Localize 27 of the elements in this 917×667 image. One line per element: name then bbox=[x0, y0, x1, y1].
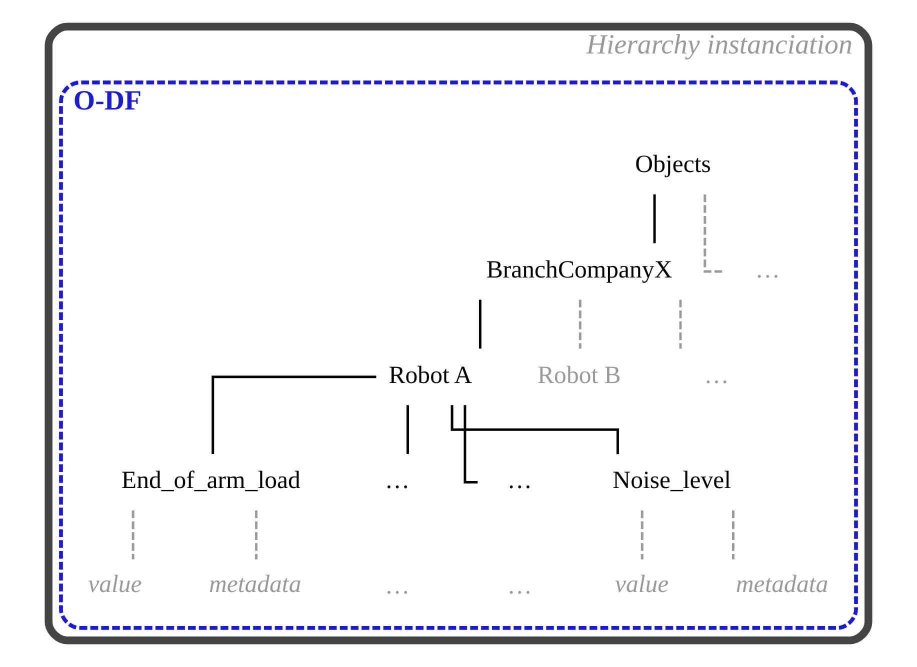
node-text: metadata bbox=[736, 570, 828, 598]
connector bbox=[732, 510, 734, 560]
connector bbox=[653, 194, 656, 244]
label: … bbox=[507, 572, 532, 600]
node-text: metadata bbox=[208, 570, 302, 598]
node-text: … bbox=[384, 467, 410, 494]
node-text: Robot A bbox=[388, 362, 472, 389]
node-text: value bbox=[88, 570, 142, 598]
connector bbox=[478, 300, 482, 349]
connector bbox=[132, 510, 134, 560]
node-text: Objects bbox=[635, 151, 711, 178]
node-text: … bbox=[704, 362, 729, 389]
node-text: BranchCompanyX bbox=[486, 256, 672, 284]
connector bbox=[450, 405, 619, 454]
connector bbox=[578, 300, 582, 349]
node-text: Noise_level bbox=[612, 467, 732, 494]
connector bbox=[640, 510, 644, 560]
connector bbox=[679, 300, 682, 349]
node-text: … bbox=[507, 467, 532, 494]
node-text: … bbox=[755, 256, 780, 284]
connector bbox=[406, 405, 409, 454]
connector bbox=[255, 510, 258, 560]
node-text: End_of_arm_load bbox=[121, 467, 300, 494]
node-text: value bbox=[615, 570, 669, 598]
connector bbox=[212, 376, 376, 454]
label: … bbox=[384, 572, 410, 600]
node-text: Robot B bbox=[538, 362, 621, 389]
